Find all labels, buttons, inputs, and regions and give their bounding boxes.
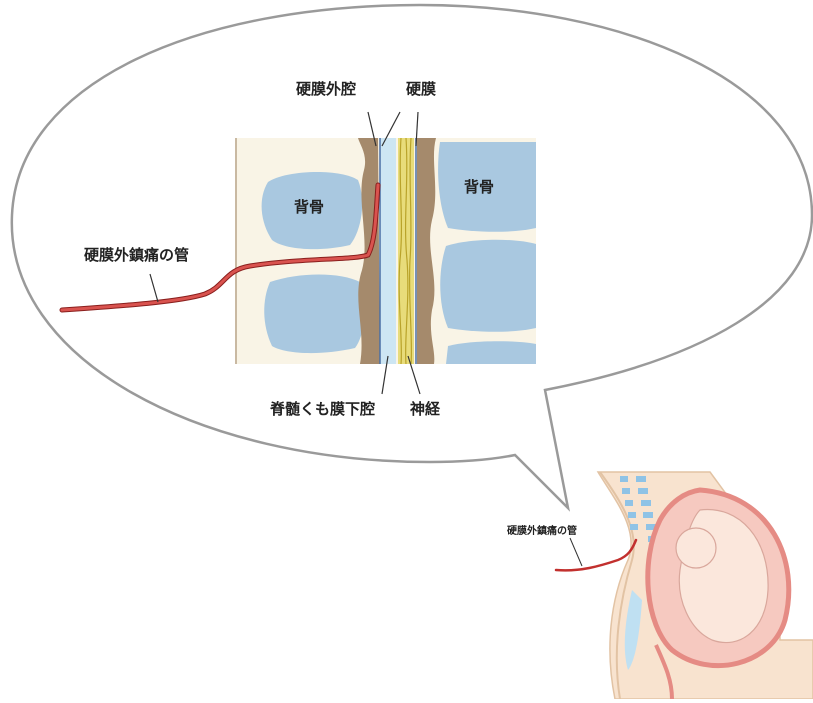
vertebra-lower-left: [264, 275, 364, 354]
fetus-head: [676, 528, 716, 568]
label-catheter-small: 硬膜外鎮痛の管: [507, 522, 577, 537]
subarachnoid-space: [380, 138, 396, 364]
vertebra-right-2: [440, 240, 536, 332]
label-vertebra-upper: 背骨: [294, 196, 324, 217]
label-vertebra-right: 背骨: [464, 176, 494, 197]
vertebra-right-3: [446, 341, 536, 364]
label-nerve: 神経: [410, 398, 440, 419]
catheter-small: [556, 540, 636, 570]
label-subarachnoid-space: 脊髄くも膜下腔: [270, 398, 375, 419]
label-epidural-space: 硬膜外腔: [296, 78, 356, 99]
label-catheter: 硬膜外鎮痛の管: [84, 244, 189, 265]
leader-catheter-small: [570, 538, 582, 566]
label-dura-mater: 硬膜: [406, 78, 436, 99]
